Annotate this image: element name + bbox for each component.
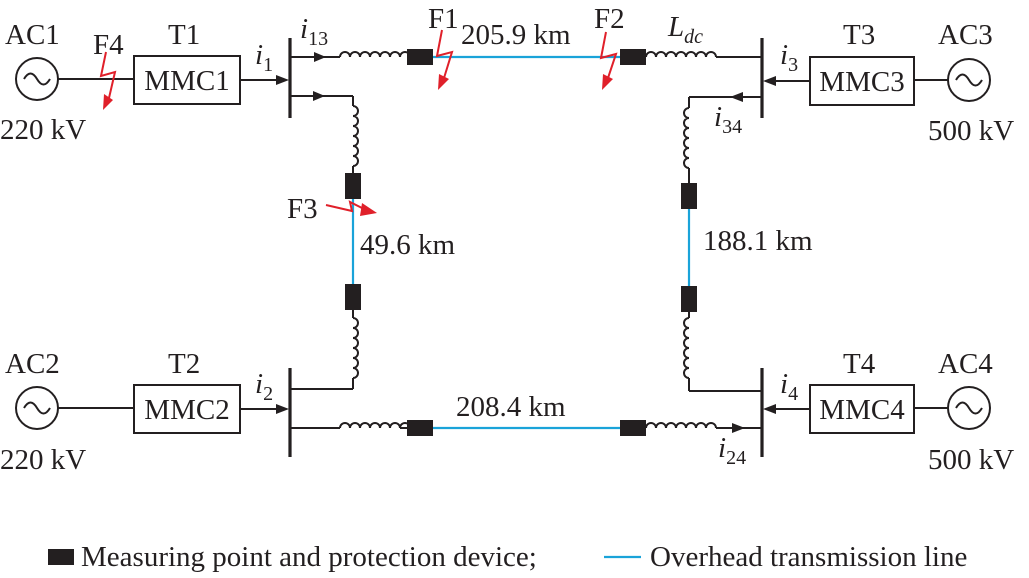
ac-source-1 [15, 57, 59, 101]
ac-source-4 [947, 386, 991, 430]
mmc4-label: MMC4 [819, 394, 905, 426]
line-12 [290, 91, 361, 390]
mmc4-output [763, 404, 810, 414]
inductor-ldc-label: Ldc [667, 11, 703, 48]
ac3-voltage: 500 kV [928, 115, 1014, 147]
mmc2-box: MMC2 [133, 384, 241, 434]
current-i4-label: i4 [780, 368, 798, 405]
ac1-label: AC1 [5, 19, 60, 51]
mmc2-output [240, 404, 289, 414]
fault-f2-label: F2 [594, 3, 625, 35]
ac2-label: AC2 [5, 348, 60, 380]
fault-f4-label: F4 [93, 29, 124, 61]
mmc2-label: MMC2 [144, 394, 229, 426]
line-13 [290, 49, 762, 65]
fault-f3-label: F3 [287, 193, 318, 225]
legend-device-text: Measuring point and protection device; [81, 541, 537, 573]
mmc1-box: MMC1 [133, 55, 241, 105]
mmc4-box: MMC4 [809, 384, 915, 434]
mmc3-output [763, 76, 810, 86]
fault-f3-symbol [325, 200, 377, 216]
fault-f1-label: F1 [428, 3, 459, 35]
line-34-length: 188.1 km [703, 225, 813, 257]
ac2-voltage: 220 kV [0, 444, 86, 476]
current-i3-label: i3 [780, 39, 798, 76]
current-i34-label: i34 [714, 101, 742, 138]
line-34 [681, 92, 762, 392]
t3-label: T3 [843, 19, 875, 51]
legend-line-text: Overhead transmission line [650, 541, 967, 573]
line-13-length: 205.9 km [461, 19, 571, 51]
line-24 [290, 420, 762, 436]
fault-f1-symbol [435, 29, 454, 90]
t1-label: T1 [168, 19, 200, 51]
ac1-voltage: 220 kV [0, 114, 86, 146]
mmc1-label: MMC1 [144, 65, 229, 97]
mmc1-output [240, 75, 289, 85]
ac3-label: AC3 [938, 19, 993, 51]
t4-label: T4 [843, 348, 876, 380]
fault-f4-symbol [99, 51, 117, 110]
current-i24-label: i24 [718, 432, 746, 469]
line-24-length: 208.4 km [456, 391, 566, 423]
mmc3-box: MMC3 [809, 56, 915, 106]
current-i2-label: i2 [255, 368, 273, 405]
current-i13-label: i13 [300, 13, 328, 50]
legend: Measuring point and protection device; O… [48, 541, 967, 573]
ac-source-2 [15, 386, 59, 430]
t2-label: T2 [168, 348, 200, 380]
mmc3-label: MMC3 [819, 66, 904, 98]
legend-device-swatch [48, 549, 74, 565]
current-i1-label: i1 [255, 39, 273, 76]
ac-source-3 [947, 58, 991, 102]
ac4-voltage: 500 kV [928, 444, 1014, 476]
line-12-length: 49.6 km [360, 229, 456, 261]
fault-f2-symbol [599, 31, 618, 90]
ac4-label: AC4 [938, 348, 993, 380]
